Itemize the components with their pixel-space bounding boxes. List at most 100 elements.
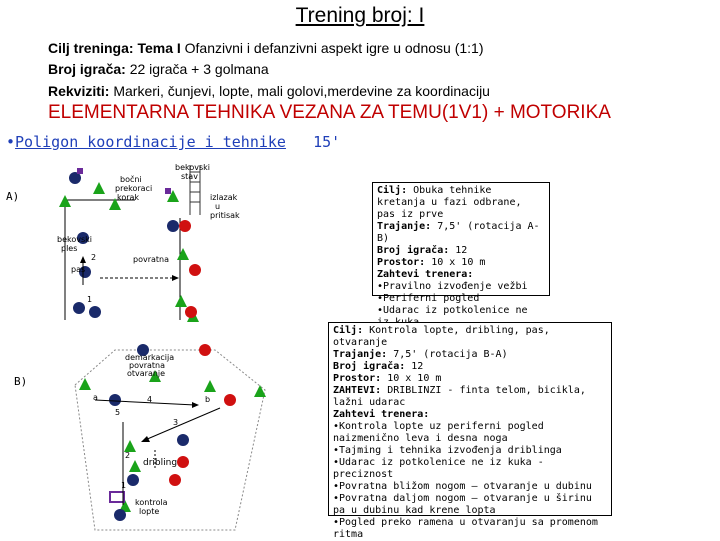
bullet-line: •Poligon koordinacije i tehnike 15' [6,133,340,151]
box-a-space: Prostor: 10 x 10 m [377,257,545,269]
box-a-requirements-label: Zahtevi trenera: [377,269,474,280]
box-b-space: Prostor: 10 x 10 m [333,373,607,385]
player-icon [77,232,89,244]
page-title: Trening broj: I [295,4,425,27]
bullet-dot: • [6,133,16,151]
box-a-item: •Periferni pogled [377,293,480,304]
meta-goal-value: Ofanzivni i defanzivni aspekt igre u odn… [180,40,484,56]
meta-goal-label: Cilj treninga: [48,40,134,56]
label-pas: pas [71,265,85,274]
cone-icon [254,385,266,397]
box-b-item: •Udarac iz potkolenice ne iz kuka - prec… [333,457,544,480]
player-icon [179,220,191,232]
box-b-space-label: Prostor: [333,373,382,384]
drill-a-marker: A) [6,190,20,203]
player-icon [127,474,139,486]
meta-equipment-value: Markeri, čunjevi, lopte, mali golovi,mer… [109,83,490,99]
box-a-goal-label: Cilj: [377,185,408,196]
box-a-goal-value: Obuka tehnike kretanja u fazi odbrane, p… [377,185,522,220]
box-a-requirements: Zahtevi trenera: [377,269,545,281]
box-a-space-value: 10 x 10 m [425,257,486,268]
meta-goal-theme: Tema I [137,40,181,56]
box-b-requirements: Zahtevi trenera: [333,409,607,421]
meta-players: Broj igrača: 22 igrača + 3 golmana [48,61,269,77]
cone-icon [177,248,189,260]
box-b-item: •Povratna daljom nogom – otvaranje u šir… [333,493,592,516]
label-a: a [93,393,98,402]
box-b-space-value: 10 x 10 m [381,373,442,384]
box-b-players-label: Broj igrača: [333,361,406,372]
box-b-item: •Tajming i tehnika izvođenja driblinga [333,445,562,456]
box-a-duration-label: Trajanje: [377,221,432,232]
bullet-text: Poligon koordinacije i tehnike [15,133,286,151]
meta-players-label: Broj igrača: [48,61,126,77]
cone-icon [204,380,216,392]
box-b-duration: Trajanje: 7,5' (rotacija B-A) [333,349,607,361]
player-icon [114,509,126,521]
box-b-goal: Cilj: Kontrola lopte, dribling, pas, otv… [333,325,607,349]
box-b-players: Broj igrača: 12 [333,361,607,373]
drill-b-marker: B) [14,375,28,388]
box-b-item: •Povratna bližom nogom – otvaranje u dub… [333,481,592,492]
player-icon [189,264,201,276]
box-a-item: •Pravilno izvođenje vežbi [377,281,528,292]
box-b-goal-label: Cilj: [333,325,364,336]
label-num-1: 1 [87,295,92,304]
box-b-item: •Kontrola lopte uz periferni pogled naiz… [333,421,544,444]
box-b-goal-value: Kontrola lopte, dribling, pas, otvaranje [333,325,550,348]
drill-b-info-box: Cilj: Kontrola lopte, dribling, pas, otv… [328,322,612,540]
player-icon [89,306,101,318]
player-icon [185,306,197,318]
cone-icon [59,195,71,207]
box-a-duration-value: 7,5' (rotacija A-B) [377,221,540,244]
cone-icon [124,440,136,452]
label-num-2: 2 [91,253,96,262]
box-b-duration-label: Trajanje: [333,349,388,360]
drill-a-info-box: Cilj: Obuka tehnike kretanja u fazi odbr… [372,182,550,328]
player-icon [167,220,179,232]
cone-icon [175,295,187,307]
box-a-players: Broj igrača: 12 [377,245,545,257]
label-num-4: 4 [147,395,152,404]
box-b-requirements-short: ZAHTEVI: DRIBLINZI - finta telom, bicikl… [333,385,607,409]
player-icon [137,344,149,356]
player-icon [169,474,181,486]
box-b-requirements-short-label: ZAHTEVI: [333,385,382,396]
cone-icon [79,378,91,390]
box-b-requirements-short-value: DRIBLINZI - finta telom, bicikla, lažni … [333,385,586,408]
player-icon [109,394,121,406]
label-num-3: 3 [173,418,178,427]
box-a-duration: Trajanje: 7,5' (rotacija A-B) [377,221,545,245]
label-dribling: dribling [143,458,177,468]
box-a-players-label: Broj igrača: [377,245,450,256]
player-icon [199,344,211,356]
meta-goal: Cilj treninga: Tema I Ofanzivni i defanz… [48,40,484,56]
label-b: b [205,395,210,404]
player-icon [224,394,236,406]
bullet-time: 15' [313,133,341,151]
meta-equipment-label: Rekviziti: [48,83,110,99]
player-icon [177,456,189,468]
field-line [74,349,266,531]
box-b-duration-value: 7,5' (rotacija B-A) [387,349,508,360]
box-a-space-label: Prostor: [377,257,426,268]
cone-icon [93,182,105,194]
box-b-requirements-label: Zahtevi trenera: [333,409,430,420]
player-icon [79,266,91,278]
marker-icon [165,188,171,194]
player-icon [69,172,81,184]
cone-icon [149,370,161,382]
label-num-2: 2 [125,451,130,460]
box-b-item: •Pogled preko ramena u otvaranju sa prom… [333,517,598,540]
label-povratna: povratna [133,255,169,264]
cone-icon [167,190,179,202]
box-b-players-value: 12 [405,361,424,372]
